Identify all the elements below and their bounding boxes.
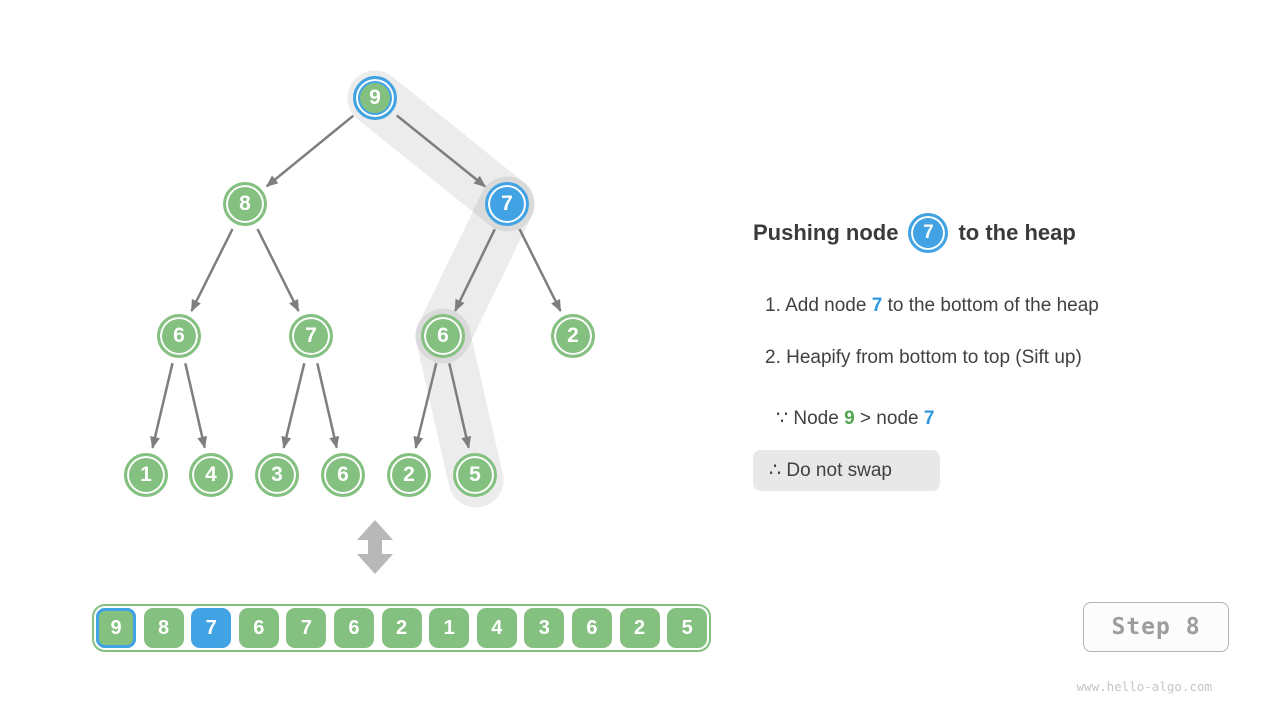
tree-node: 8 (223, 182, 267, 226)
array-cell: 3 (524, 608, 565, 648)
step-counter-badge: Step 8 (1083, 602, 1229, 652)
array-cell: 2 (619, 608, 660, 648)
therefore-box: ∴ Do not swap (753, 450, 940, 491)
tree-node: 7 (289, 314, 333, 358)
tree-node: 9 (353, 76, 397, 120)
tree-array-equivalence-arrow-icon (357, 520, 393, 574)
pushed-node-badge: 7 (908, 213, 949, 253)
array-cell: 6 (238, 608, 279, 648)
array-cell: 4 (476, 608, 517, 648)
sift-up-highlight-band (347, 70, 535, 508)
array-cell: 2 (381, 608, 422, 648)
tree-node: 1 (124, 453, 168, 497)
tree-node: 6 (421, 314, 465, 358)
array-cell: 1 (429, 608, 470, 648)
because-green-value: 9 (844, 408, 855, 429)
step-2-text: 2. Heapify from bottom to top (Sift up) (765, 347, 1082, 368)
because-prefix: ∵ Node (776, 408, 845, 429)
array-cell: 7 (286, 608, 327, 648)
array-cell: 6 (571, 608, 612, 648)
array-cell: 9 (96, 608, 136, 648)
array-cell-pushed: 7 (191, 608, 232, 648)
panel-title-prefix: Pushing node (753, 220, 899, 245)
tree-node: 2 (387, 453, 431, 497)
because-mid: > node (854, 408, 924, 429)
because-blue-value: 7 (923, 408, 935, 429)
tree-node: 2 (551, 314, 595, 358)
tree-node: 6 (157, 314, 201, 358)
step-1-node-value: 7 (871, 295, 883, 316)
array-cell: 8 (143, 608, 184, 648)
watermark-text: www.hello-algo.com (1076, 679, 1212, 694)
step-1-suffix: to the bottom of the heap (882, 295, 1099, 316)
panel-title-suffix: to the heap (958, 220, 1076, 245)
because-line: ∵ Node 9 > node 7 (776, 407, 934, 430)
array-cell: 5 (667, 608, 708, 648)
array-cell: 6 (333, 608, 374, 648)
tree-node-pushed: 7 (485, 182, 529, 226)
tree-edge-arrows (150, 114, 562, 449)
step-1-text: 1. Add node 7 to the bottom of the heap (765, 295, 1099, 317)
panel-title: Pushing node 7 to the heap (753, 213, 1076, 253)
tree-node: 5 (453, 453, 497, 497)
heap-array: 9 8 7 6 7 6 2 1 4 3 6 2 5 (92, 604, 712, 652)
step-1-prefix: 1. Add node (765, 295, 872, 316)
tree-edges-layer (150, 70, 562, 508)
tree-node: 3 (255, 453, 299, 497)
tree-node: 4 (189, 453, 233, 497)
tree-node: 6 (321, 453, 365, 497)
